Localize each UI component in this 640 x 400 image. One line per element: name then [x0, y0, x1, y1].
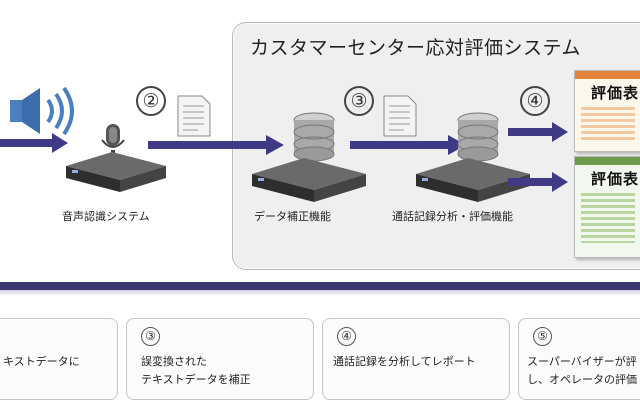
flow-arrow-4b	[508, 172, 568, 192]
step-number-4: ④	[520, 86, 550, 116]
speech-recognition-server	[58, 118, 170, 198]
flow-arrow-3	[350, 135, 466, 155]
speaker-icon	[10, 86, 74, 136]
sub-step-text-line: し、オペレータの評価	[527, 373, 637, 386]
sub-step-box-3: ③ 誤変換された テキストデータを補正	[126, 318, 314, 400]
report-sheet-title: 評価表	[591, 84, 640, 102]
sub-step-box-5: ⑤ スーパーバイザーが評 し、オペレータの評価	[518, 318, 640, 400]
sub-step-text-line: 通話記録を分析してレポート	[333, 355, 476, 368]
flow-arrow-4a	[508, 122, 568, 142]
document-icon-1	[177, 95, 211, 137]
step-number-3: ③	[344, 86, 374, 116]
panel-title: カスタマーセンター応対評価システム	[250, 37, 581, 59]
report-sheet-2: 評価表	[574, 156, 640, 258]
flow-arrow-1	[0, 133, 68, 153]
flow-arrow-2	[148, 135, 284, 155]
sub-step-text-line: キストデータに	[3, 355, 80, 368]
report-sheet-1: 評価表	[574, 70, 640, 152]
report-sheet-title: 評価表	[591, 170, 640, 188]
stage-label-speech: 音声認識システム	[62, 210, 150, 223]
sub-step-number: ④	[337, 327, 356, 346]
sub-step-text-line: 誤変換された	[141, 355, 207, 368]
sub-step-number: ③	[141, 327, 160, 346]
step-number-2: ②	[136, 86, 166, 116]
database-server-icon	[252, 112, 366, 202]
stage-label-analysis: 通話記録分析・評価機能	[392, 210, 513, 223]
timeline-shadow	[0, 290, 640, 296]
sub-step-box-2: キストデータに	[0, 318, 118, 400]
microphone-server-icon	[66, 124, 166, 192]
document-icon-2	[383, 95, 417, 137]
sub-step-number: ⑤	[533, 327, 552, 346]
sub-step-box-4: ④ 通話記録を分析してレポート	[322, 318, 510, 400]
stage-label-correction: データ補正機能	[254, 210, 331, 223]
data-correction-server	[244, 108, 368, 204]
sub-step-text-line: テキストデータを補正	[141, 373, 251, 386]
sub-step-text-line: スーパーバイザーが評	[527, 355, 637, 368]
